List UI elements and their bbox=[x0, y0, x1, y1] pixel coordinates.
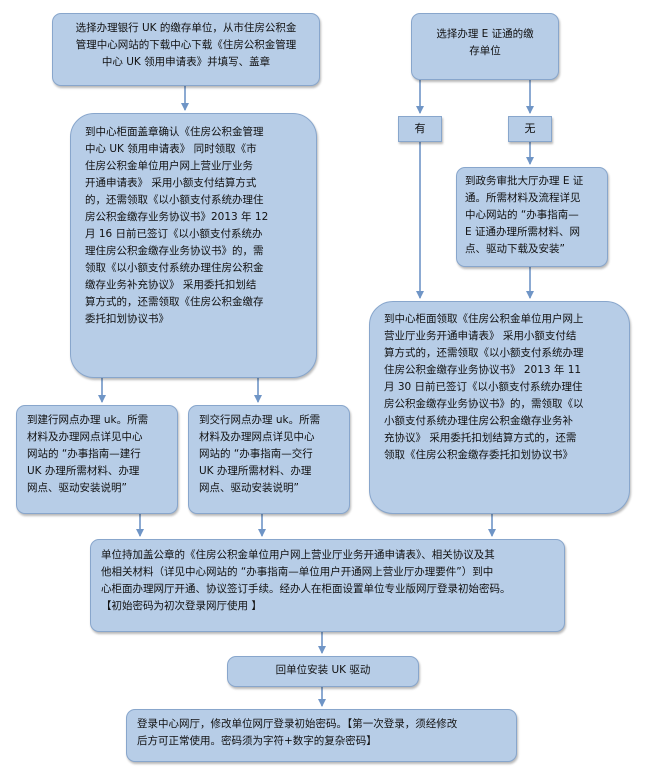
step-center-left-confirm-form: 到中心柜面盖章确认《住房公积金管理 中心 UK 领用申请表》 同时领取《市 住房… bbox=[70, 113, 317, 378]
step-bocom-uk: 到交行网点办理 uk。所需 材料及办理网点详见中心 网站的 “办事指南—交行 U… bbox=[188, 405, 350, 514]
label-no: 无 bbox=[508, 116, 552, 142]
step-top-right-ezhengtong: 选择办理 E 证通的缴 存单位 bbox=[411, 13, 559, 80]
step-ccb-uk: 到建行网点办理 uk。所需 材料及办理网点详见中心 网站的 “办事指南—建行 U… bbox=[16, 405, 178, 514]
step-top-left-download-form: 选择办理银行 UK 的缴存单位，从市住房公积金 管理中心网站的下载中心下载《住房… bbox=[52, 13, 320, 86]
step-install-uk-driver: 回单位安装 UK 驱动 bbox=[227, 656, 419, 687]
step-center-right-receive-form: 到中心柜面领取《住房公积金单位用户网上 营业厅业务开通申请表》 采用小额支付结 … bbox=[369, 301, 630, 514]
step-gov-hall-ezhengtong: 到政务审批大厅办理 E 证 通。所需材料及流程详见 中心网站的 “办事指南— E… bbox=[456, 167, 608, 267]
label-yes: 有 bbox=[398, 116, 442, 142]
step-submit-materials: 单位持加盖公章的《住房公积金单位用户网上营业厅业务开通申请表》、相关协议及其 他… bbox=[90, 539, 565, 632]
step-login-change-password: 登录中心网厅，修改单位网厅登录初始密码。【第一次登录，须经修改 后方可正常使用。… bbox=[126, 709, 517, 762]
